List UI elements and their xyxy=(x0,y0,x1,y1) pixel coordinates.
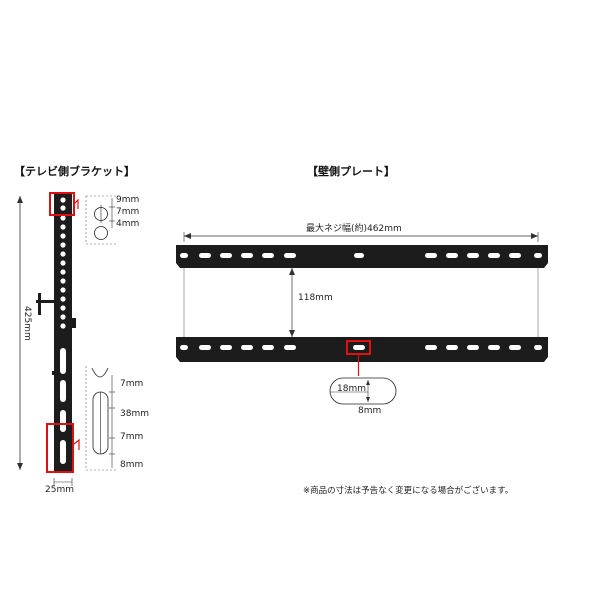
disclaimer-note: ※商品の寸法は予告なく変更になる場合がございます。 xyxy=(303,486,514,496)
slot-detail-dim-2: 38mm xyxy=(120,409,149,419)
slot-highlight xyxy=(46,423,74,473)
slot-detail-dim-1: 7mm xyxy=(120,379,144,389)
bracket-slots xyxy=(60,348,66,464)
plate-width-label: 最大ネジ幅(約)462mm xyxy=(306,224,402,234)
top-detail-dim-1: 9mm xyxy=(116,195,140,205)
bottom-rail-slots xyxy=(180,345,542,350)
plate-slot-detail xyxy=(329,377,397,405)
plate-slot-height-label: 8mm xyxy=(358,406,382,416)
tv-bracket-title: 【テレビ側ブラケット】 xyxy=(14,165,135,178)
bracket-bar xyxy=(54,193,72,471)
top-detail-dim-3: 4mm xyxy=(116,219,140,229)
plate-spacing-label: 118mm xyxy=(298,293,333,303)
bracket-top-holes xyxy=(60,197,66,329)
height-arrow-top xyxy=(17,196,23,203)
locking-latch xyxy=(36,293,76,375)
top-detail-dim-2: 7mm xyxy=(116,207,140,217)
height-arrow-bottom xyxy=(17,463,23,470)
detail-leader-slot xyxy=(73,438,80,450)
detail-slot-notch xyxy=(91,367,109,378)
wall-plate-title: 【壁側プレート】 xyxy=(307,165,395,178)
slot-detail-dim-4: 8mm xyxy=(120,460,144,470)
width-dimension-label: 25mm xyxy=(45,485,74,495)
detail-hole-lower xyxy=(94,226,108,240)
detail-leader-top xyxy=(73,198,79,209)
tv-bracket xyxy=(17,192,118,486)
top-rail-slots xyxy=(180,253,542,258)
plate-slot-width-label: 18mm xyxy=(337,384,366,394)
slot-detail-dim-3: 7mm xyxy=(120,432,144,442)
wall-plate xyxy=(176,232,548,405)
height-dimension-label: 425mm xyxy=(22,306,32,341)
